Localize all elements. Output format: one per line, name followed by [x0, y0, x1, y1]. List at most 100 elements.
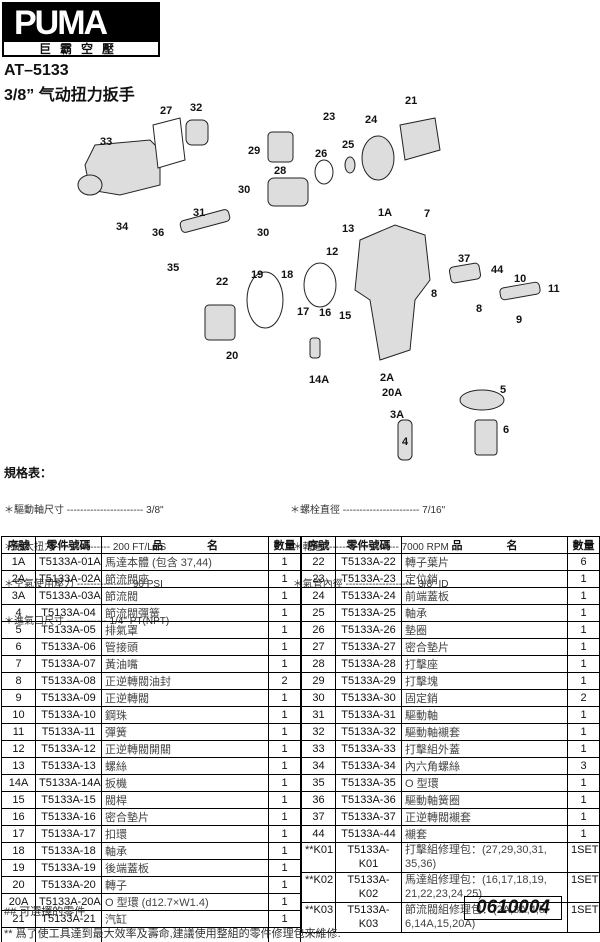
- row-name: 排氣罩: [101, 621, 269, 639]
- row-name: 正逆轉閥襯套: [401, 808, 568, 826]
- row-name: 彈簧: [101, 723, 269, 741]
- row-qty: 1: [268, 570, 301, 588]
- spec-label: ＊驅動軸尺寸 -----------------------: [4, 505, 144, 516]
- col-part-number: 零件號碼: [35, 536, 102, 554]
- row-no: 14A: [1, 774, 36, 792]
- row-qty: 1: [567, 638, 600, 656]
- row-part-number: T5133A-31: [335, 706, 402, 724]
- row-part-number: T5133A-13: [35, 757, 102, 775]
- rotor-part: [204, 304, 236, 341]
- row-qty: 1: [268, 740, 301, 758]
- row-qty: 1: [268, 808, 301, 826]
- row-no: 33: [301, 740, 336, 758]
- row-name: 轉子: [101, 876, 269, 894]
- row-part-number: T5133A-11: [35, 723, 102, 741]
- callout-12: 12: [326, 246, 338, 258]
- callout-25: 25: [342, 139, 354, 151]
- col-no: 序號: [1, 536, 36, 554]
- row-name: 黃油嘴: [101, 655, 269, 673]
- callout-44: 44: [491, 264, 504, 276]
- fitting-part: [474, 419, 498, 456]
- row-name: 密合墊片: [101, 808, 269, 826]
- row-no: 18: [1, 842, 36, 860]
- row-name: 定位銷: [401, 570, 568, 588]
- row-name: 前端蓋板: [401, 587, 568, 605]
- row-no: 12: [1, 740, 36, 758]
- rear-plate-part: [246, 271, 284, 329]
- row-part-number: T5133A-32: [335, 723, 402, 741]
- row-no: 26: [301, 621, 336, 639]
- row-name: 正逆轉閥油封: [101, 672, 269, 690]
- row-no: 4: [1, 604, 36, 622]
- empty-cell: [268, 927, 301, 942]
- row-no: **K01: [301, 842, 336, 873]
- row-name: 正逆轉閥: [101, 689, 269, 707]
- row-name: 內六角螺絲: [401, 757, 568, 775]
- row-name: 扳機: [101, 774, 269, 792]
- row-part-number: T5133A-18: [35, 842, 102, 860]
- callout-24: 24: [365, 114, 378, 126]
- row-part-number: T5133A-K02: [335, 872, 402, 903]
- row-qty: 1: [567, 604, 600, 622]
- row-no: 8: [1, 672, 36, 690]
- row-no: 19: [1, 859, 36, 877]
- callout-8b: 8: [476, 303, 482, 315]
- row-qty: 2: [567, 689, 600, 707]
- callout-10: 10: [514, 273, 526, 285]
- row-name: O 型環 (d12.7×W1.4): [101, 893, 269, 911]
- hammer-block-part: [267, 131, 294, 163]
- row-qty: 1: [268, 587, 301, 605]
- row-name: 正逆轉閥開關: [101, 740, 269, 758]
- row-no: 28: [301, 655, 336, 673]
- row-qty: 6: [567, 553, 600, 571]
- callout-6: 6: [503, 424, 509, 436]
- row-no: 22: [301, 553, 336, 571]
- row-name: 節流閥: [101, 587, 269, 605]
- row-no: 7: [1, 655, 36, 673]
- callout-30b: 30: [257, 227, 269, 239]
- row-part-number: T5133A-30: [335, 689, 402, 707]
- row-qty: 2: [268, 672, 301, 690]
- gasket-part: [152, 117, 186, 169]
- row-part-number: T5133A-29: [335, 672, 402, 690]
- row-name: 管接頭: [101, 638, 269, 656]
- row-name: 打擊座: [401, 655, 568, 673]
- logo-brand: PUMA: [4, 4, 158, 42]
- row-name: 節流閥座: [101, 570, 269, 588]
- callout-14a: 14A: [309, 374, 329, 386]
- row-qty: 1: [268, 825, 301, 843]
- callout-28: 28: [274, 165, 286, 177]
- row-part-number: T5133A-19: [35, 859, 102, 877]
- row-name: 軸承: [401, 604, 568, 622]
- row-qty: 1: [268, 604, 301, 622]
- callout-33: 33: [100, 136, 112, 148]
- motor-housing-part: [354, 224, 431, 361]
- row-no: 29: [301, 672, 336, 690]
- callout-32: 32: [190, 102, 202, 114]
- row-no: 36: [301, 791, 336, 809]
- callout-21: 21: [405, 95, 417, 107]
- row-qty: 1: [268, 893, 301, 911]
- row-name: 打擊塊: [401, 672, 568, 690]
- row-no: 34: [301, 757, 336, 775]
- row-no: 37: [301, 808, 336, 826]
- row-no: **K03: [301, 902, 336, 933]
- callout-15: 15: [339, 310, 351, 322]
- row-no: 5: [1, 621, 36, 639]
- row-no: 11: [1, 723, 36, 741]
- row-name: 馬達組修理包：(16,17,18,19, 21,22,23,24,25): [401, 872, 568, 903]
- row-no: 1A: [1, 553, 36, 571]
- row-qty: 1: [268, 876, 301, 894]
- row-qty: 1: [567, 740, 600, 758]
- row-part-number: T5133A-44: [335, 825, 402, 843]
